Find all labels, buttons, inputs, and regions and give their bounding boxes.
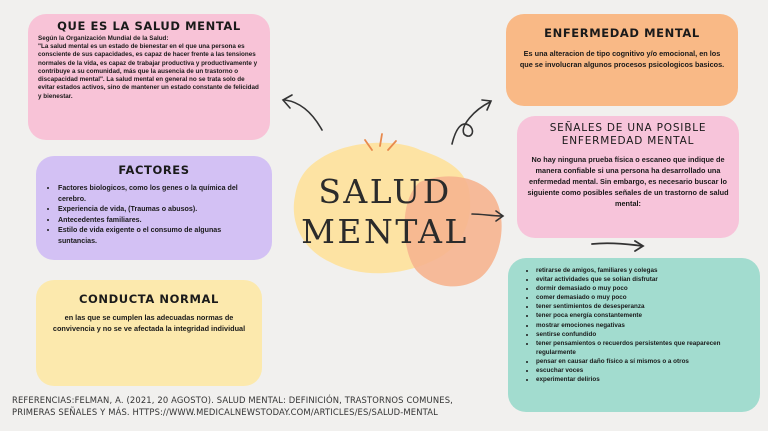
list-item: sentirse confundido xyxy=(536,330,748,339)
referencias: REFERENCIAS:FELMAN, A. (2021, 20 AGOSTO)… xyxy=(12,394,502,418)
center-title-line1: SALUD xyxy=(318,172,452,211)
que-es-body: "La salud mental es un estado de bienest… xyxy=(38,43,259,100)
conducta-title: CONDUCTA NORMAL xyxy=(79,292,219,306)
center-title-line2: MENTAL xyxy=(301,212,469,251)
list-item: experimentar delirios xyxy=(536,375,748,384)
conducta-card: CONDUCTA NORMAL en las que se cumplen la… xyxy=(36,280,262,386)
conducta-body: en las que se cumplen las adecuadas norm… xyxy=(52,313,246,333)
list-item: Antecedentes familiares. xyxy=(58,215,262,226)
list-item: evitar actividades que se solían disfrut… xyxy=(536,275,748,284)
list-item: comer demasiado o muy poco xyxy=(536,293,748,302)
senales-title-line2: ENFERMEDAD MENTAL xyxy=(561,135,695,147)
enfermedad-body: Es una alteracion de tipo cognitivo y/o … xyxy=(519,49,725,69)
que-es-title: QUE ES LA SALUD MENTAL xyxy=(57,19,241,33)
list-item: pensar en causar daño físico a sí mismos… xyxy=(536,357,748,366)
sintomas-card: retirarse de amigos, familiares y colega… xyxy=(508,258,760,412)
enfermedad-card: ENFERMEDAD MENTAL Es una alteracion de t… xyxy=(506,14,738,106)
list-item: Factores biologicos, como los genes o la… xyxy=(58,183,262,204)
list-item: mostrar emociones negativas xyxy=(536,321,748,330)
senales-card: SEÑALES DE UNA POSIBLE ENFERMEDAD MENTAL… xyxy=(517,116,739,238)
sparkle-lines xyxy=(364,133,397,151)
list-item: tener pensamientos o recuerdos persisten… xyxy=(536,339,748,357)
list-item: escuchar voces xyxy=(536,366,748,375)
sintomas-list: retirarse de amigos, familiares y colega… xyxy=(526,266,748,384)
senales-body: No hay ninguna prueba física o escaneo q… xyxy=(527,155,729,208)
list-item: tener poca energía constantemente xyxy=(536,311,748,320)
factores-title: FACTORES xyxy=(118,163,190,177)
list-item: dormir demasiado o muy poco xyxy=(536,284,748,293)
blob-orange xyxy=(404,176,502,287)
list-item: Estilo de vida exigente o el consumo de … xyxy=(58,225,262,246)
senales-title-line1: SEÑALES DE UNA POSIBLE xyxy=(549,122,707,134)
center-title: SALUD MENTAL xyxy=(300,172,470,252)
referencias-line2: PRIMERAS SEÑALES Y MÁS. HTTPS://WWW.MEDI… xyxy=(12,407,438,417)
referencias-line1: REFERENCIAS:FELMAN, A. (2021, 20 AGOSTO)… xyxy=(12,395,453,405)
list-item: Experiencia de vida, (Traumas o abusos). xyxy=(58,204,262,215)
que-es-source: Según la Organización Mundial de la Salu… xyxy=(38,35,169,42)
factores-card: FACTORES Factores biologicos, como los g… xyxy=(36,156,272,260)
enfermedad-title: ENFERMEDAD MENTAL xyxy=(544,26,700,40)
factores-list: Factores biologicos, como los genes o la… xyxy=(46,183,262,246)
list-item: tener sentimientos de desesperanza xyxy=(536,302,748,311)
list-item: retirarse de amigos, familiares y colega… xyxy=(536,266,748,275)
que-es-card: QUE ES LA SALUD MENTAL Según la Organiza… xyxy=(28,14,270,140)
